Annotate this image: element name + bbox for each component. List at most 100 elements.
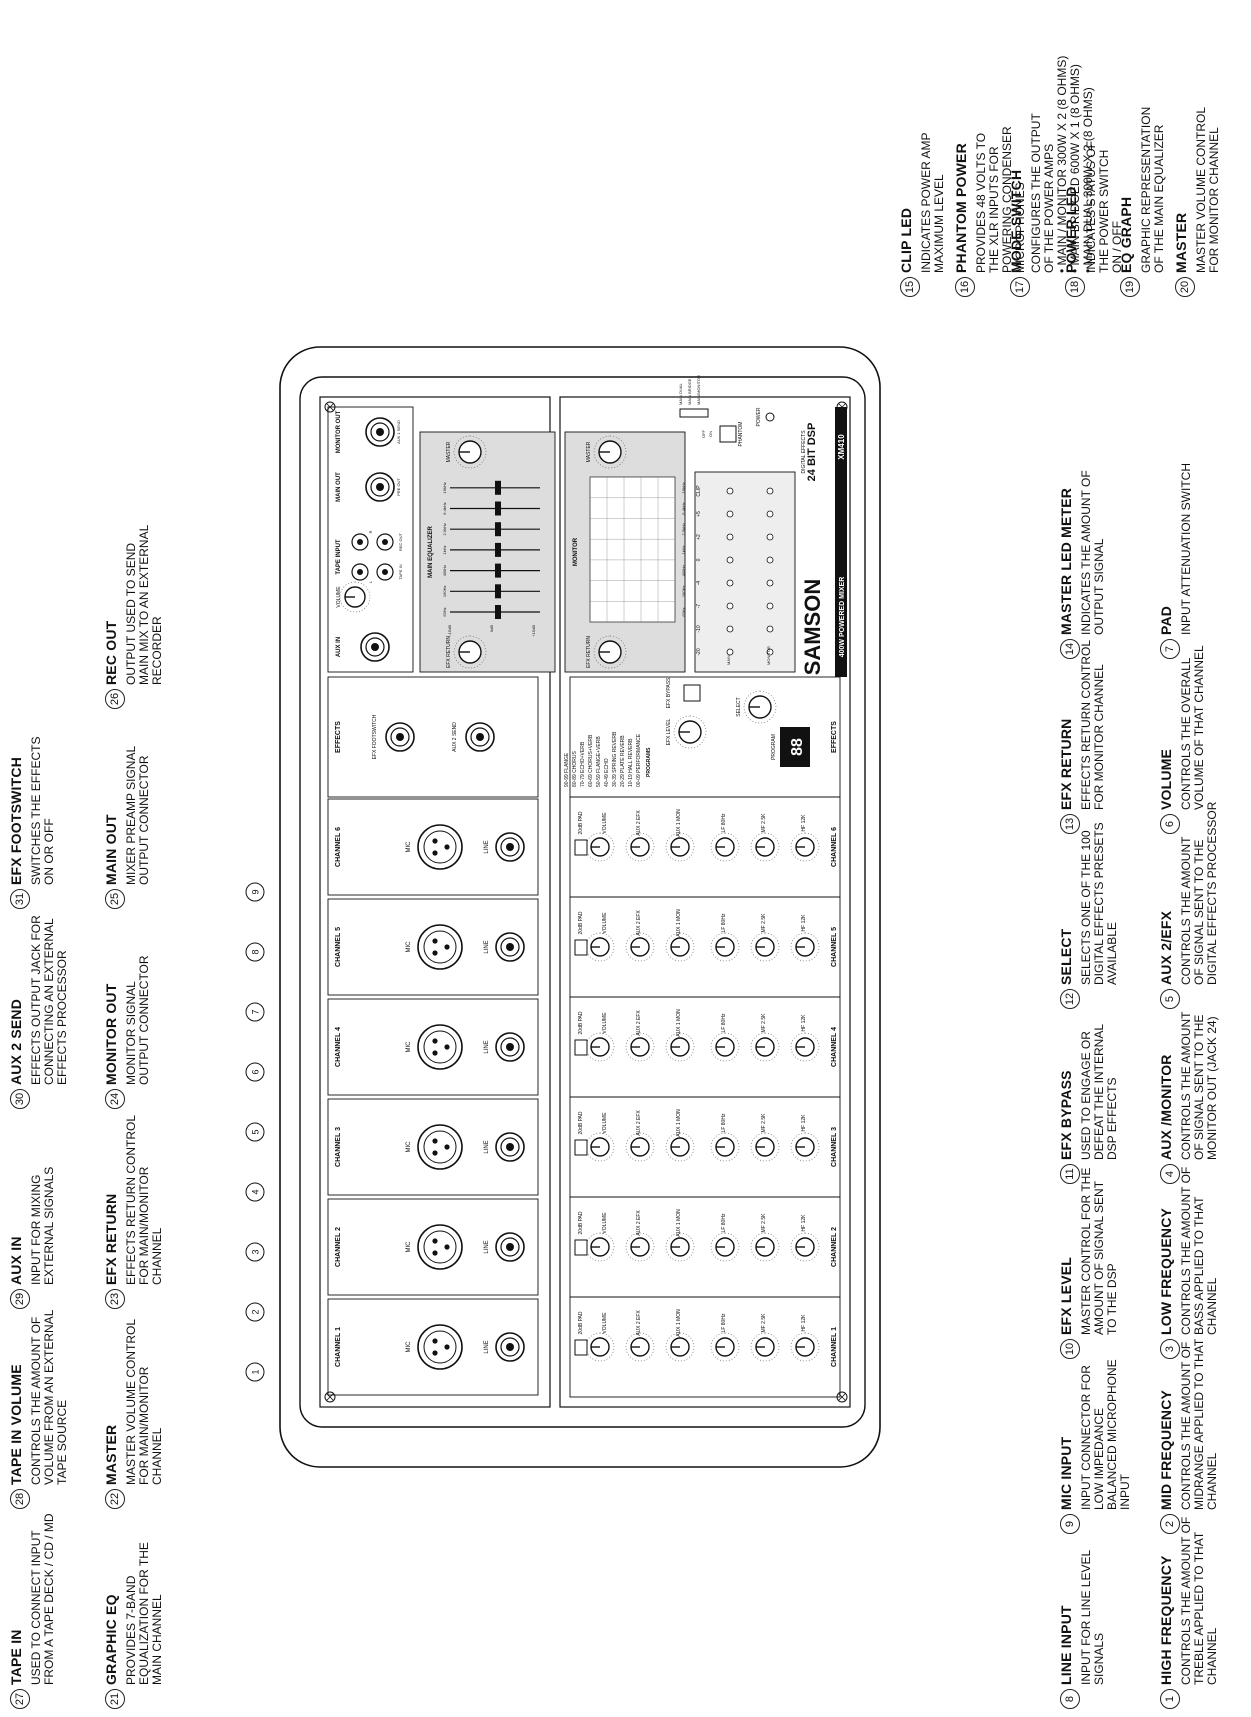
mic-xlr-inner	[423, 1230, 457, 1264]
aux2-label: AUX 2 EFX	[636, 1110, 642, 1136]
line-jack-hole	[506, 943, 514, 951]
mic-xlr-pin	[444, 1244, 450, 1250]
monitor-led	[766, 556, 774, 564]
phantom-switch[interactable]	[719, 425, 737, 443]
pad-label: 20dB PAD	[578, 811, 584, 834]
eq-db-label: +15dB	[531, 625, 536, 637]
hf-label: HF 12K	[801, 1114, 807, 1132]
pad-switch[interactable]	[574, 1039, 588, 1056]
aux1-label: AUX 1 MON	[676, 909, 682, 937]
program-list-item: 70-79 ECHO+VERB	[580, 741, 586, 787]
callout-circle	[245, 1242, 265, 1262]
lf-label: LF 80Hz	[721, 1313, 727, 1332]
pad-switch[interactable]	[574, 1339, 588, 1356]
mf-knob-scale	[750, 832, 780, 862]
channel-title: CHANNEL 6	[831, 827, 838, 867]
eq-slider-cap[interactable]	[495, 563, 501, 578]
aux-in-label: AUX IN	[336, 637, 342, 657]
meter-scale-label: -20	[696, 648, 702, 655]
monitor-led	[766, 579, 774, 587]
aux2-label: AUX 2 EFX	[636, 810, 642, 836]
efx-bypass-button[interactable]	[683, 684, 701, 702]
led-meter-panel	[694, 471, 796, 673]
volume-label: VOLUME	[602, 812, 608, 834]
footswitch-label: EFX FOOTSWITCH	[372, 714, 378, 759]
eq-graph-freq: 400Hz	[681, 565, 686, 577]
pad-switch[interactable]	[574, 1139, 588, 1156]
mf-knob-scale	[750, 1032, 780, 1062]
eq-graph-freq: 16kHz	[681, 482, 686, 493]
pad-switch[interactable]	[574, 1239, 588, 1256]
monitor-led	[766, 648, 774, 656]
aux2-label: AUX 2 EFX	[636, 910, 642, 936]
monitor-led	[766, 602, 774, 610]
mf-label: MF 2.5K	[761, 813, 767, 833]
line-label: LINE	[484, 1040, 490, 1053]
callout-number: 4	[251, 1189, 261, 1194]
power-led	[765, 412, 775, 422]
mode-switch[interactable]	[679, 408, 709, 418]
aux1-send-label: AUX 1 SEND	[396, 420, 401, 444]
mf-label: MF 2.5K	[761, 1113, 767, 1133]
pad-switch[interactable]	[574, 839, 588, 856]
channel-title: CHANNEL 1	[831, 1327, 838, 1367]
pad-label: 20dB PAD	[578, 911, 584, 934]
phantom-label: PHANTOM	[738, 422, 744, 447]
mic-xlr-pin	[444, 844, 450, 850]
volume-label: VOLUME	[602, 912, 608, 934]
effects-rear-box	[327, 676, 539, 798]
eq-slider-cap[interactable]	[495, 584, 501, 599]
meter-scale-label: +2	[696, 534, 702, 540]
mic-xlr-pin	[432, 938, 438, 944]
callout-number: 5	[251, 1129, 261, 1134]
phantom-on-label: ON	[708, 431, 713, 437]
input-box	[327, 798, 539, 896]
eq-slider-cap[interactable]	[495, 522, 501, 537]
monitor-master-knob-scale	[593, 435, 627, 469]
volume-knob-scale	[585, 1332, 615, 1362]
mic-xlr-inner	[423, 830, 457, 864]
monitor-efx-return-label: EFX RETURN	[586, 636, 592, 668]
eq-slider-cap[interactable]	[495, 480, 501, 495]
main-led	[726, 487, 734, 495]
callout-circle	[245, 882, 265, 902]
channel-rear-title: CHANNEL 3	[335, 1127, 342, 1167]
program-list-item: 80-89 CHORUS	[572, 750, 578, 787]
monitor-title: MONITOR	[573, 537, 579, 566]
callout-number: 3	[251, 1249, 261, 1254]
eq-slider-cap[interactable]	[495, 501, 501, 516]
aux1-label: AUX 1 MON	[676, 1009, 682, 1037]
main-led	[726, 533, 734, 541]
mode-label: MAIN BRIDGE	[687, 378, 692, 405]
tape-in-volume-knob-scale	[339, 581, 371, 613]
channel-rear-title: CHANNEL 4	[335, 1027, 342, 1067]
eq-slider-cap[interactable]	[495, 605, 501, 619]
effects-rear-title: EFFECTS	[335, 721, 342, 753]
program-display	[780, 727, 810, 767]
mic-label: MIC	[406, 1241, 412, 1253]
callout-circle	[245, 1062, 265, 1082]
mf-label: MF 2.5K	[761, 1213, 767, 1233]
meter-scale-label: CLIP	[696, 485, 702, 497]
program-list-item: 40-49 ECHO	[604, 758, 610, 787]
aux-in-jack-hole	[371, 643, 379, 651]
callout-number: 9	[251, 889, 261, 894]
monitor-led	[766, 625, 774, 633]
channel-rear-title: CHANNEL 2	[335, 1227, 342, 1267]
dsp-title: 24 BIT DSP	[806, 423, 818, 482]
pad-label: 20dB PAD	[578, 1311, 584, 1334]
callout-number: 7	[251, 1009, 261, 1014]
aux2-knob-scale	[625, 1232, 655, 1262]
callout-circle	[245, 942, 265, 962]
program-list-item: 10-19 HALL REVERB	[628, 738, 634, 787]
pad-switch[interactable]	[574, 939, 588, 956]
monitor-master-label: MASTER	[586, 441, 592, 462]
aux1-label: AUX 1 MON	[676, 1109, 682, 1137]
monitor-led	[766, 487, 774, 495]
hf-label: HF 12K	[801, 1314, 807, 1332]
eq-slider-cap[interactable]	[495, 542, 501, 557]
eq-graph-freq: 6.4kHz	[681, 502, 686, 514]
hf-label: HF 12K	[801, 814, 807, 832]
hf-label: HF 12K	[801, 1214, 807, 1232]
